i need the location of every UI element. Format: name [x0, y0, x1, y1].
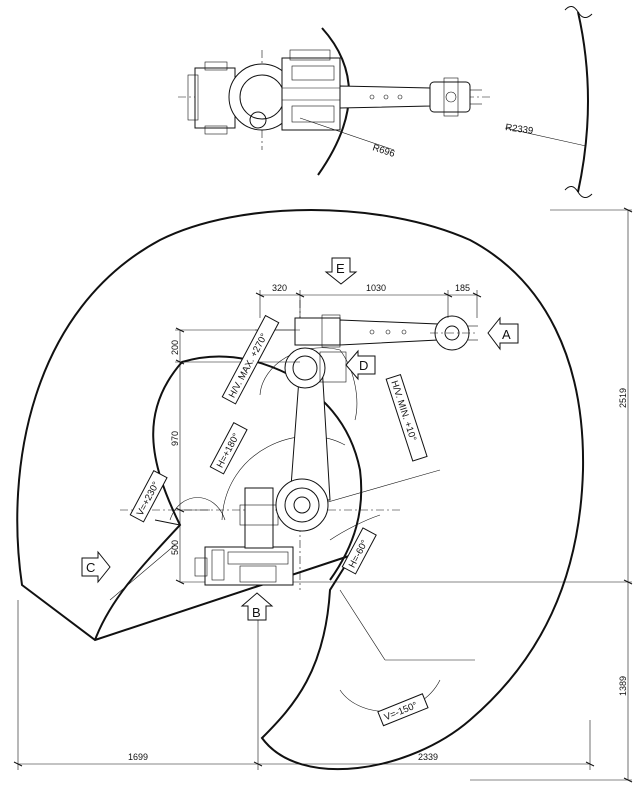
r696-label: R696	[371, 142, 396, 159]
svg-text:H/V. MAX. +270°: H/V. MAX. +270°	[227, 332, 270, 400]
r2339-label: R2339	[505, 122, 534, 137]
arc-h60	[329, 514, 381, 541]
angle-labels: H/V. MAX. +270° H/V. MIN. +10° H=+180° V…	[129, 314, 429, 727]
label-hv-min: H/V. MIN. +10°	[385, 373, 428, 462]
break-mark-bottom	[564, 186, 593, 198]
dimension-labels: 320 1030 185 200 970 500 2519 1389 1699 …	[128, 283, 628, 762]
notch-line	[154, 519, 181, 526]
side-view-robot	[194, 314, 478, 586]
dim-2339: 2339	[418, 752, 438, 762]
outer-envelope	[16, 209, 585, 771]
svg-text:C: C	[86, 560, 95, 575]
arc-v230	[169, 497, 226, 521]
svg-text:A: A	[502, 327, 511, 342]
dim-1030: 1030	[366, 283, 386, 293]
v150-line-a	[339, 589, 386, 661]
svg-text:B: B	[252, 605, 261, 620]
r2339-leader	[504, 127, 587, 147]
dim-320: 320	[272, 283, 287, 293]
c-leader	[109, 544, 176, 601]
svg-text:E: E	[336, 261, 345, 276]
arc-hv270	[259, 347, 358, 421]
label-h180: H=+180°	[209, 422, 248, 475]
dimension-lines	[13, 207, 633, 783]
view-markers: E A D C B	[81, 257, 519, 621]
dim-500: 500	[170, 540, 180, 555]
label-v230: V=+230°	[129, 470, 168, 523]
view-marker-a: A	[487, 316, 519, 351]
top-base	[194, 67, 236, 129]
label-hv-max: H/V. MAX. +270°	[221, 314, 280, 405]
break-mark-top	[564, 6, 593, 18]
view-marker-e: E	[324, 257, 358, 285]
top-view: R696 R2339	[178, 6, 593, 198]
dim-185: 185	[455, 283, 470, 293]
view-marker-d: D	[345, 349, 376, 381]
robot-column	[244, 487, 274, 549]
dim-200: 200	[170, 340, 180, 355]
svg-text:D: D	[359, 358, 368, 373]
dim-1389: 1389	[618, 676, 628, 696]
dim-1699: 1699	[128, 752, 148, 762]
top-wrist	[429, 81, 471, 113]
arc-r2339	[577, 11, 589, 193]
view-marker-c: C	[81, 550, 111, 584]
robot-upper-arm	[294, 317, 341, 346]
top-shoulder	[281, 57, 341, 131]
label-v150: V=-150°	[377, 693, 429, 727]
view-marker-b: B	[240, 592, 274, 621]
dim-2519: 2519	[618, 388, 628, 408]
robot-shoulder-joint	[275, 478, 329, 532]
r696-leader	[299, 117, 395, 151]
top-arm	[339, 85, 431, 109]
dim-970: 970	[170, 431, 180, 446]
robot-elbow-joint	[284, 347, 326, 389]
inner-envelope	[94, 355, 363, 641]
arc-h180	[221, 436, 346, 521]
